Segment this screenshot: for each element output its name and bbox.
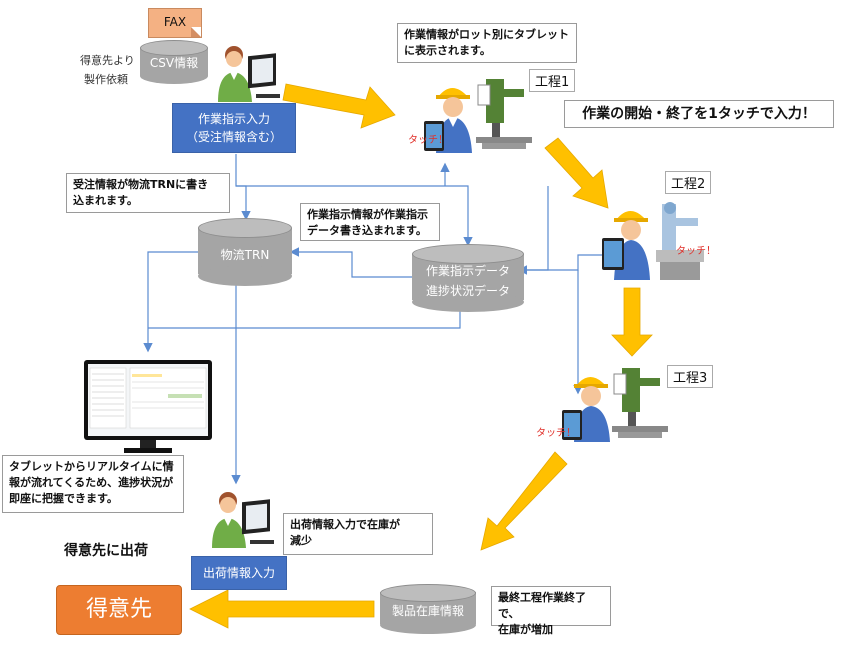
csv-side-line1: 得意先より xyxy=(80,54,135,67)
arrow-to-process3 xyxy=(611,287,653,357)
office-worker-icon xyxy=(212,42,282,106)
logistics-trn-database: 物流TRN xyxy=(198,218,292,286)
process1-touch-label: タッチ！ xyxy=(408,135,448,146)
line-db-to-monitor-2 xyxy=(148,310,461,329)
arrow-to-customer xyxy=(189,589,375,629)
note-tablet-display: 作業情報がロット別にタブレット に表示されます。 xyxy=(397,23,577,63)
arrow-to-inventory xyxy=(480,451,568,551)
arrow-to-process2 xyxy=(544,137,609,209)
process3-worker-icon: タッチ！ xyxy=(536,362,671,444)
arrow-to-process1 xyxy=(282,83,396,129)
line-db-to-logistics xyxy=(289,247,412,278)
note-instruction-data: 作業指示情報が作業指示 データ書き込まれます。 xyxy=(300,203,440,241)
note-order-trn: 受注情報が物流TRNに書き 込まれます。 xyxy=(66,173,230,213)
process3-label: 工程3 xyxy=(667,365,714,388)
note-shipping-decrease: 出荷情報入力で在庫が 減少 xyxy=(283,513,433,555)
work-instruction-database: 作業指示データ 進捗状況データ xyxy=(412,244,524,312)
inventory-database: 製品在庫情報 xyxy=(380,584,476,634)
process1-worker-icon: タッチ！ xyxy=(408,75,543,155)
headline-one-touch: 作業の開始・終了を1タッチで入力！ xyxy=(564,100,834,128)
work-instruction-line1: 作業指示入力 xyxy=(197,112,270,126)
shipping-worker-icon xyxy=(206,488,278,552)
ship-to-customer-label: 得意先に出荷 xyxy=(64,543,148,559)
process1-label: 工程1 xyxy=(529,69,576,92)
line-instruction-to-db xyxy=(236,185,473,247)
instruction-db-line1: 作業指示データ xyxy=(425,264,510,278)
csv-database: CSV情報 xyxy=(140,40,208,84)
line-process2-to-db xyxy=(520,254,604,271)
customer-box: 得意先 xyxy=(56,585,182,635)
logistics-trn-label: 物流TRN xyxy=(220,248,270,262)
shipping-input-button[interactable]: 出荷情報入力 xyxy=(191,556,287,590)
fax-icon: FAX xyxy=(148,8,202,38)
progress-monitor-icon xyxy=(84,360,212,456)
line-logistics-to-monitor xyxy=(143,251,200,353)
csv-side-line2: 製作依頼 xyxy=(84,73,128,86)
line-process1-to-db xyxy=(517,186,549,275)
work-instruction-line2: （受注情報含む） xyxy=(185,130,282,144)
process3-touch-label: タッチ！ xyxy=(536,428,576,439)
work-instruction-input-button[interactable]: 作業指示入力 （受注情報含む） xyxy=(172,103,296,153)
instruction-db-line2: 進捗状況データ xyxy=(425,284,510,298)
inventory-label: 製品在庫情報 xyxy=(391,604,464,618)
process2-label: 工程2 xyxy=(665,171,712,194)
note-realtime: タブレットからリアルタイムに情 報が流れてくるため、進捗状況が 即座に把握できま… xyxy=(2,455,184,513)
fax-label: FAX xyxy=(163,15,187,29)
note-final-increase: 最終工程作業終了で、 在庫が増加 xyxy=(491,586,611,636)
csv-label: CSV情報 xyxy=(149,56,199,70)
process2-touch-label: タッチ！ xyxy=(676,246,716,257)
process2-worker-icon: タッチ！ xyxy=(600,196,720,288)
